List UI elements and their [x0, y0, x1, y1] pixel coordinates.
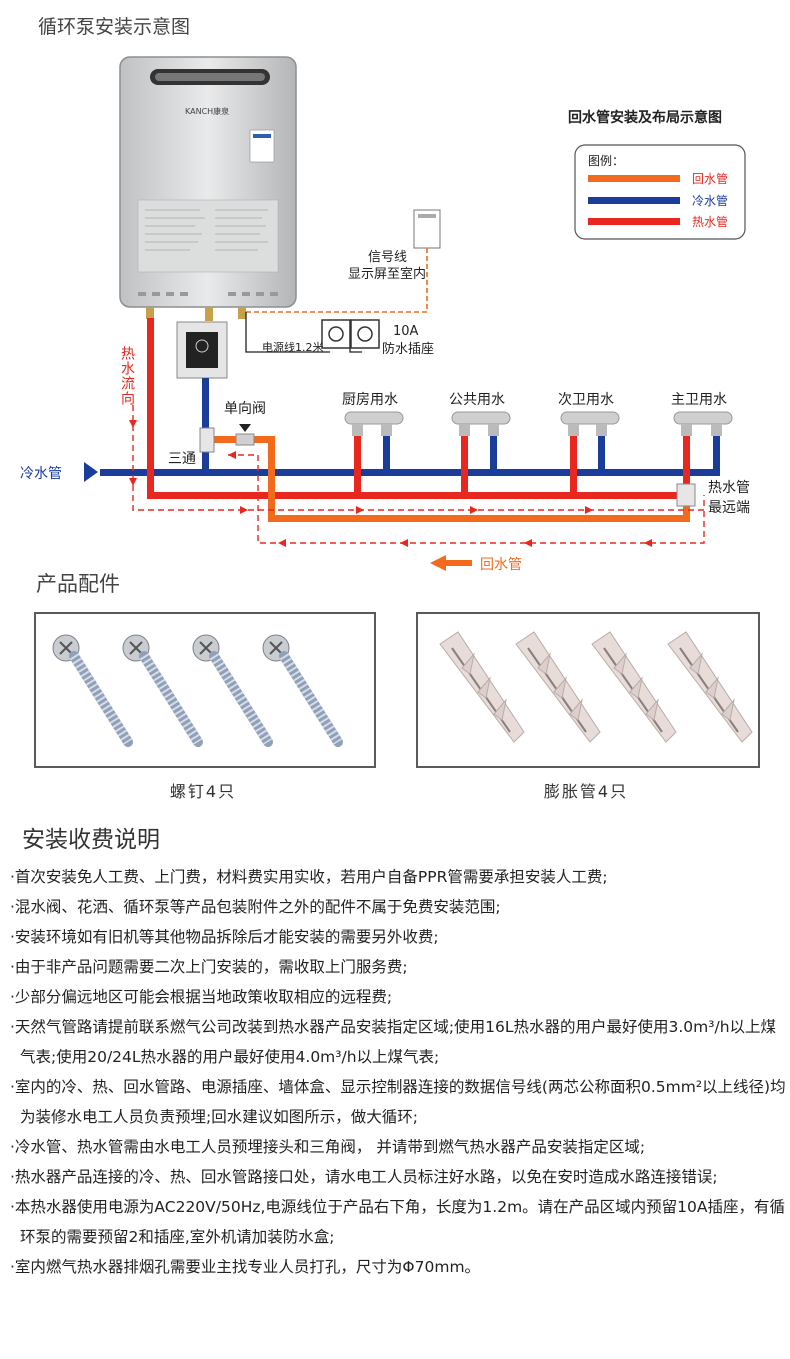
accessories-title: 产品配件 — [36, 572, 120, 596]
waterproof-socket — [321, 319, 380, 349]
hot-pipe — [147, 318, 690, 499]
legend-caption: 图例： — [588, 154, 624, 168]
signal-line-label: 信号线 — [368, 250, 407, 265]
outlet-second-bath-label: 次卫用水 — [558, 392, 614, 408]
check-valve — [235, 433, 255, 446]
anchor-icon — [439, 631, 753, 743]
cold-pipe — [100, 378, 720, 476]
display-panel — [413, 209, 441, 249]
legend: 回水管安装及布局示意图 图例： 回水管 冷水管 热水管 — [568, 109, 746, 240]
legend-label-cold: 冷水管 — [692, 193, 728, 208]
note-item: ·天然气管路请提前联系燃气公司改装到热水器产品安装指定区域;使用16L热水器的用… — [10, 1018, 777, 1066]
installation-diagram: KANCH康泉 — [20, 56, 750, 573]
tee-fitting-left — [199, 427, 215, 453]
tee-label: 三通 — [168, 451, 196, 467]
screws-caption: 螺钉4只 — [169, 782, 237, 801]
note-item: ·热水器产品连接的冷、热、回水管路接口处，请水电工人员标注好水路，以免在安时造成… — [10, 1168, 718, 1186]
socket-amp-label: 10A — [393, 324, 419, 339]
notes-title: 安装收费说明 — [22, 827, 160, 853]
legend-swatch-return — [588, 175, 680, 182]
power-cable — [245, 312, 330, 353]
note-item: ·混水阀、花洒、循环泵等产品包装附件之外的配件不属于免费安装范围; — [10, 898, 501, 916]
cold-pipe-label: 冷水管 — [20, 466, 62, 482]
outlet-kitchen-label: 厨房用水 — [342, 392, 398, 408]
faucet-public — [451, 411, 511, 436]
note-item: ·本热水器使用电源为AC220V/50Hz,电源线位于产品右下角，长度为1.2m… — [10, 1198, 786, 1246]
note-item: ·室内的冷、热、回水管路、电源插座、墙体盒、显示控制器连接的数据信号线(两芯公称… — [10, 1078, 786, 1126]
tee-fitting-far — [676, 483, 696, 507]
note-item: ·首次安装免人工费、上门费，材料费实用实收，若用户自备PPR管需要承担安装人工费… — [10, 868, 608, 886]
note-item: ·由于非产品问题需要二次上门安装的，需收取上门服务费; — [10, 958, 408, 976]
note-item: ·冷水管、热水管需由水电工人员预埋接头和三角阀， 并请带到燃气热水器产品安装指定… — [10, 1138, 646, 1156]
power-cable-label: 电源线1.2米 — [262, 340, 324, 354]
hot-far-label-1: 热水管 — [708, 480, 750, 496]
outlet-public-label: 公共用水 — [449, 392, 505, 408]
note-item: ·室内燃气热水器排烟孔需要业主找专业人员打孔，尺寸为Φ70mm。 — [10, 1258, 481, 1276]
anchors-caption: 膨胀管4只 — [543, 782, 629, 801]
return-pipe-label: 回水管 — [480, 557, 522, 573]
legend-swatch-hot — [588, 218, 680, 225]
legend-title: 回水管安装及布局示意图 — [568, 109, 722, 126]
circulation-pump — [176, 321, 228, 379]
socket-name-label: 防水插座 — [382, 341, 434, 357]
outlet-master-bath-label: 主卫用水 — [671, 392, 727, 408]
hot-flow-dashes — [132, 405, 705, 544]
hot-far-label-2: 最远端 — [708, 500, 750, 516]
legend-swatch-cold — [588, 197, 680, 204]
screw-icon — [52, 614, 374, 747]
check-valve-label: 单向阀 — [224, 401, 266, 417]
return-arrow — [430, 555, 472, 571]
faucet-second-bath — [560, 411, 620, 436]
note-item: ·少部分偏远地区可能会根据当地政策收取相应的远程费; — [10, 988, 393, 1006]
hot-flow-label: 热水流向 — [119, 346, 135, 406]
flow-arrows — [129, 420, 652, 547]
anchors-box — [416, 612, 760, 768]
legend-label-hot: 热水管 — [692, 214, 728, 229]
water-heater: KANCH康泉 — [119, 56, 297, 321]
display-indoor-label: 显示屏至室内 — [348, 266, 426, 282]
note-item: ·安装环境如有旧机等其他物品拆除后才能安装的需要另外收费; — [10, 928, 439, 946]
signal-line — [246, 248, 428, 313]
screws-box — [34, 612, 376, 768]
notes-list: ·首次安装免人工费、上门费，材料费实用实收，若用户自备PPR管需要承担安装人工费… — [6, 862, 786, 1282]
page-title: 循环泵安装示意图 — [38, 16, 191, 38]
legend-label-return: 回水管 — [692, 171, 728, 186]
faucet-master-bath — [673, 411, 733, 436]
heater-brand: KANCH康泉 — [185, 106, 229, 116]
cold-inlet-arrow — [84, 462, 98, 482]
return-pipe — [211, 436, 690, 522]
faucet-kitchen — [344, 411, 404, 436]
